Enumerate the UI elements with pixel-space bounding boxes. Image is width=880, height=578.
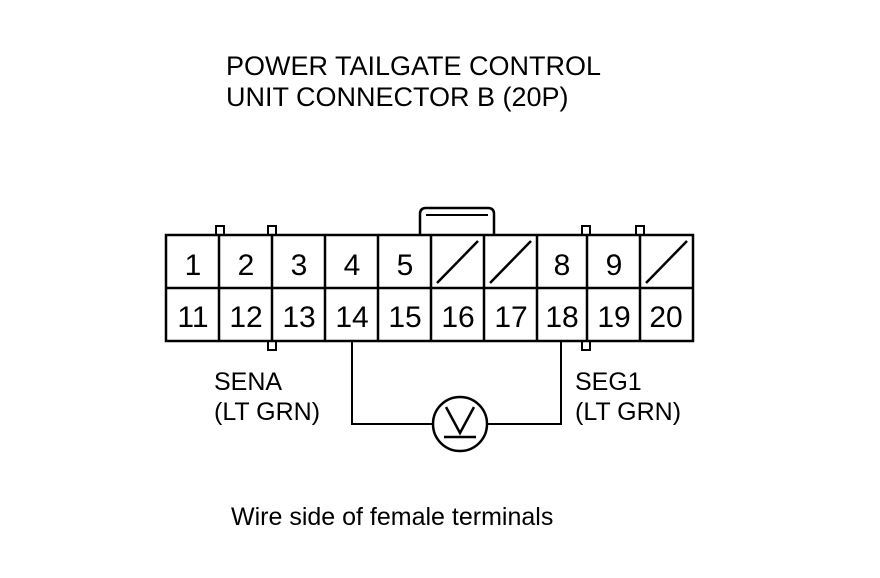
pin-label: 16 xyxy=(441,301,474,334)
empty-cavity-6 xyxy=(436,240,479,284)
caption: Wire side of female terminals xyxy=(231,503,553,531)
probe-wire-left xyxy=(351,341,433,425)
probe-wire-right xyxy=(487,341,562,425)
top-row-pins: 1 2 3 4 5 8 9 xyxy=(185,249,623,282)
locator-tab xyxy=(215,225,225,236)
column-dividers xyxy=(217,235,642,341)
sena-wire-label: SENA xyxy=(214,368,282,396)
pin-label: 13 xyxy=(282,301,315,334)
pin-label: 11 xyxy=(177,301,208,334)
locator-tab xyxy=(581,340,591,351)
pin-label: 17 xyxy=(494,301,527,334)
seg1-wire-color: (LT GRN) xyxy=(575,398,681,426)
title-line-1: POWER TAILGATE CONTROL xyxy=(226,51,601,81)
pin-label: 8 xyxy=(554,249,571,282)
pin-label: 18 xyxy=(545,301,578,334)
voltmeter-icon xyxy=(431,395,489,453)
locator-tab xyxy=(635,225,645,236)
pin-label: 19 xyxy=(597,301,630,334)
pin-label: 5 xyxy=(397,249,414,282)
pin-label: 2 xyxy=(238,249,255,282)
connector-latch xyxy=(418,206,496,235)
title-line-2: UNIT CONNECTOR B (20P) xyxy=(226,82,569,112)
sena-wire-color: (LT GRN) xyxy=(214,398,320,426)
pin-label: 9 xyxy=(606,249,623,282)
pin-label: 15 xyxy=(388,301,421,334)
pin-label: 20 xyxy=(649,301,682,334)
pin-label: 4 xyxy=(344,249,361,282)
pin-label: 1 xyxy=(185,249,202,282)
locator-tab xyxy=(581,225,591,236)
pin-label: 3 xyxy=(291,249,308,282)
empty-cavity-10 xyxy=(645,240,688,284)
empty-cavity-7 xyxy=(489,240,532,284)
locator-tab xyxy=(267,225,277,236)
pin-label: 12 xyxy=(229,301,262,334)
seg1-wire-label: SEG1 xyxy=(575,368,642,396)
pin-label: 14 xyxy=(335,301,368,334)
locator-tab xyxy=(267,340,277,351)
bottom-row-pins: 11 12 13 14 15 16 17 18 19 20 xyxy=(177,301,682,334)
